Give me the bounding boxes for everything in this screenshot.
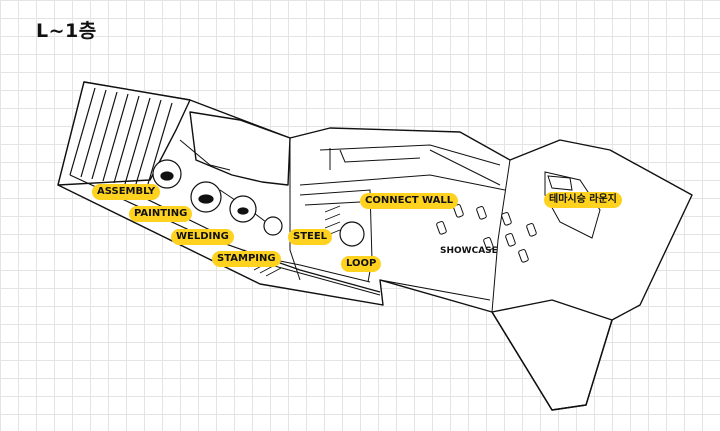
showcase-label: SHOWCASE bbox=[440, 246, 498, 256]
zone-label-assembly[interactable]: ASSEMBLY bbox=[92, 184, 161, 200]
floor-title: L~1층 bbox=[36, 20, 97, 42]
zone-label-theme-lounge[interactable]: 테마시승 라운지 bbox=[544, 192, 622, 208]
production-hall bbox=[57, 81, 191, 186]
showcase-cars bbox=[436, 204, 537, 263]
interior-walls bbox=[179, 138, 511, 313]
stations bbox=[152, 159, 365, 247]
zone-label-painting[interactable]: PAINTING bbox=[129, 206, 193, 222]
right-wing bbox=[491, 299, 613, 411]
hall-stripes bbox=[69, 87, 381, 293]
zone-label-connect-wall[interactable]: CONNECT WALL bbox=[360, 193, 459, 209]
zone-label-steel[interactable]: STEEL bbox=[288, 229, 333, 245]
zone-label-loop[interactable]: LOOP bbox=[341, 256, 382, 272]
zone-label-stamping[interactable]: STAMPING bbox=[212, 251, 281, 267]
zone-label-welding[interactable]: WELDING bbox=[171, 229, 234, 245]
